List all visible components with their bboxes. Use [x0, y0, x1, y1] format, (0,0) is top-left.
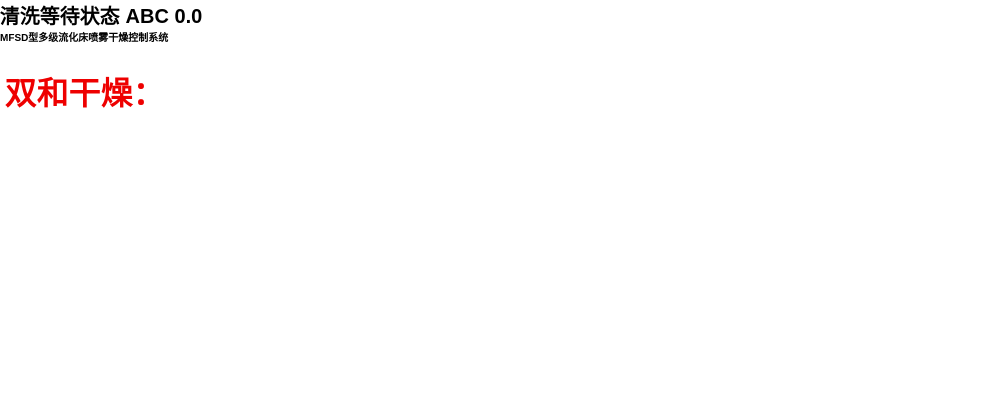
- svg-text:双和干燥：: 双和干燥：: [5, 75, 165, 111]
